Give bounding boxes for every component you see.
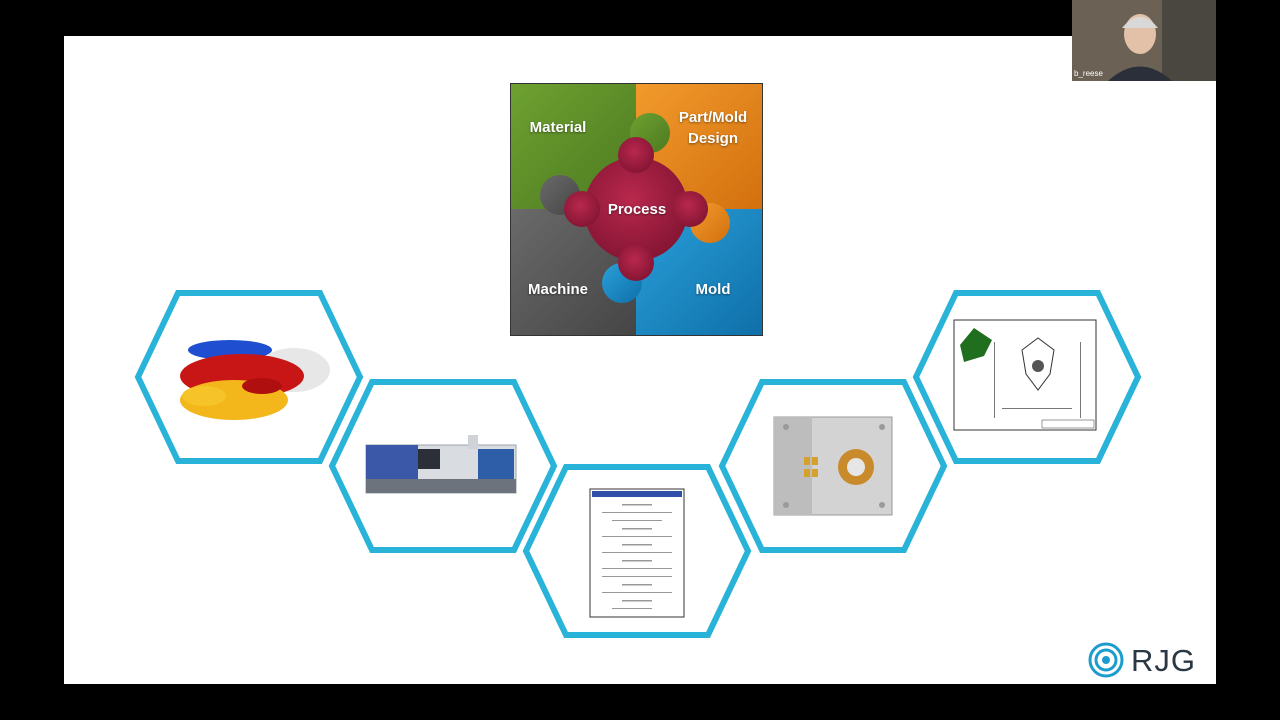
design-label: Part/Mold Design (668, 107, 758, 149)
hex-design (912, 290, 1142, 464)
rjg-logo-text: RJG (1131, 643, 1196, 678)
hex-process-sheet (522, 464, 752, 638)
mold-image (773, 416, 893, 516)
design-label-line2: Design (687, 130, 738, 147)
participant-name: b_reese (1074, 69, 1103, 78)
plastic-pellets-image (180, 340, 330, 420)
hex-mold (718, 379, 948, 553)
process-label: Process (607, 201, 667, 218)
presenter-image (1072, 0, 1216, 81)
part-drawing-image (953, 319, 1097, 431)
hex-machine (328, 379, 558, 553)
webcam-video[interactable]: b_reese (1072, 0, 1216, 81)
material-label: Material (529, 119, 587, 136)
process-piece (564, 137, 708, 281)
injection-machine-image (365, 435, 517, 494)
machine-label: Machine (527, 281, 588, 298)
mold-label: Mold (695, 281, 731, 298)
design-label-line1: Part/Mold (678, 109, 748, 126)
rjg-logo-icon (1088, 642, 1124, 678)
process-sheet-image (589, 488, 685, 618)
hex-material (134, 290, 364, 464)
process-puzzle-graphic (510, 83, 763, 336)
